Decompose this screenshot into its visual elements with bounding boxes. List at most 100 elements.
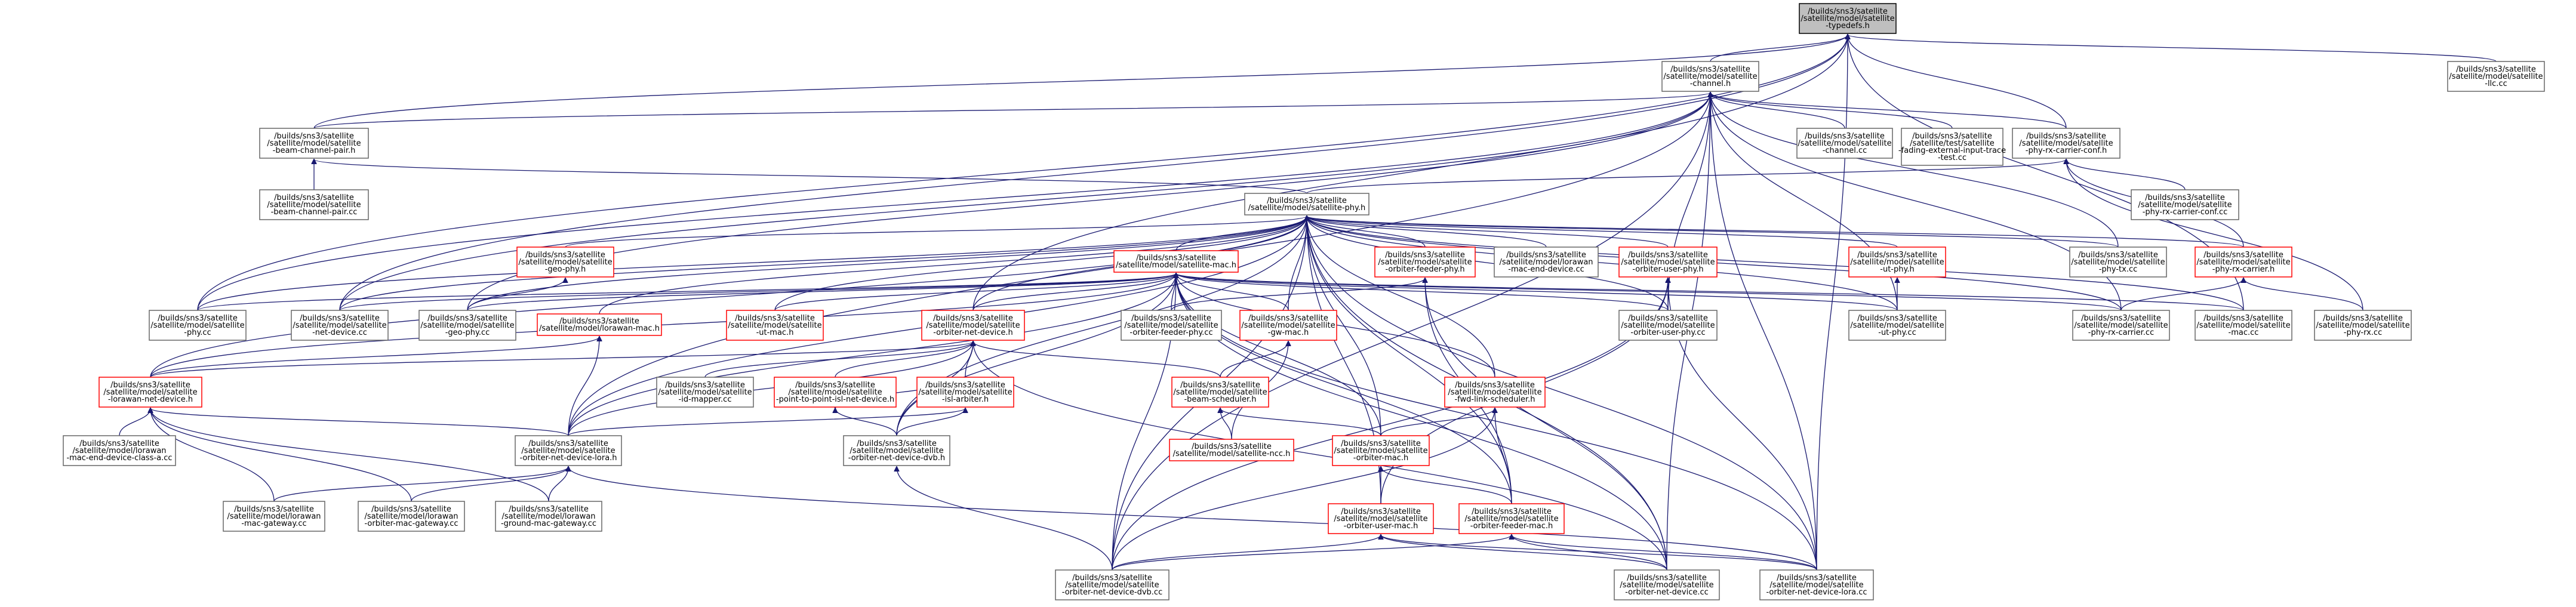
node-label-line: /builds/sns3/satellite — [1912, 132, 1992, 141]
graph-node-orbiter-user-phy-cc[interactable]: /builds/sns3/satellite/satellite/model/s… — [1618, 310, 1718, 341]
node-label-line: /satellite/model/satellite-ncc.h — [1173, 449, 1291, 458]
graph-node-phy-rx-cc[interactable]: /builds/sns3/satellite/satellite/model/s… — [2314, 310, 2412, 341]
node-label-line: -geo-phy.h — [545, 265, 586, 274]
include-edge — [568, 467, 1817, 571]
include-edge — [197, 273, 1176, 311]
graph-node-phy-tx-cc[interactable]: /builds/sns3/satellite/satellite/model/s… — [2069, 247, 2167, 278]
graph-node-channel-cc[interactable]: /builds/sns3/satellite/satellite/model/s… — [1796, 128, 1893, 159]
graph-node-net-device-cc[interactable]: /builds/sns3/satellite/satellite/model/s… — [291, 310, 389, 341]
graph-node-p2p-isl-h[interactable]: /builds/sns3/satellite/satellite/model/s… — [774, 377, 897, 408]
node-label-line: -llc.cc — [2485, 79, 2507, 88]
include-edge — [197, 93, 1710, 311]
graph-node-ut-phy-cc[interactable]: /builds/sns3/satellite/satellite/model/s… — [1848, 310, 1946, 341]
graph-node-phy-rx-carrier-conf-h[interactable]: /builds/sns3/satellite/satellite/model/s… — [2012, 128, 2120, 159]
node-box — [2069, 247, 2167, 278]
node-box — [2195, 310, 2292, 341]
node-label-line: -orbiter-user-phy.h — [1632, 265, 1703, 274]
graph-node-channel-h[interactable]: /builds/sns3/satellite/satellite/model/s… — [1661, 61, 1759, 92]
node-label-line: -orbiter-net-device-lora.cc — [1766, 588, 1867, 597]
node-label-line: -orbiter-net-device.cc — [1625, 588, 1709, 597]
graph-node-orbiter-net-device-lora-cc[interactable]: /builds/sns3/satellite/satellite/model/s… — [1759, 569, 1874, 600]
node-label-line: /builds/sns3/satellite — [665, 381, 745, 390]
include-edge — [1307, 216, 1512, 504]
graph-node-isl-arbiter-h[interactable]: /builds/sns3/satellite/satellite/model/s… — [916, 377, 1014, 408]
graph-node-ut-mac-h[interactable]: /builds/sns3/satellite/satellite/model/s… — [726, 310, 824, 341]
node-box — [537, 313, 662, 336]
include-edge — [835, 408, 897, 436]
graph-node-lorawan-net-device-h[interactable]: /builds/sns3/satellite/satellite/model/s… — [99, 377, 202, 408]
node-label-line: /builds/sns3/satellite — [2078, 251, 2158, 260]
node-label-line: -fwd-link-scheduler.h — [1454, 395, 1535, 404]
graph-node-fading-test[interactable]: /builds/sns3/satellite/satellite/test/sa… — [1898, 128, 2006, 166]
graph-node-phy-cc[interactable]: /builds/sns3/satellite/satellite/model/s… — [149, 310, 247, 341]
graph-node-lorawan-mac-h[interactable]: /builds/sns3/satellite/satellite/model/l… — [537, 313, 662, 336]
node-box — [1121, 310, 1222, 341]
include-edge — [1112, 408, 1495, 571]
graph-node-phy-rx-carrier-conf-cc[interactable]: /builds/sns3/satellite/satellite/model/s… — [2131, 189, 2239, 220]
graph-node-phy-rx-carrier-cc[interactable]: /builds/sns3/satellite/satellite/model/s… — [2072, 310, 2170, 341]
include-edge — [1710, 93, 1953, 129]
node-label-line: /builds/sns3/satellite — [110, 381, 190, 390]
graph-node-satellite-phy-h[interactable]: /builds/sns3/satellite/satellite/model/s… — [1244, 193, 1369, 215]
include-edge — [965, 341, 973, 378]
graph-node-orbiter-net-device-dvb-cc[interactable]: /builds/sns3/satellite/satellite/model/s… — [1055, 569, 1169, 600]
graph-node-ncc-h[interactable]: /builds/sns3/satellite/satellite/model/s… — [1169, 439, 1294, 461]
node-box — [223, 501, 325, 532]
node-label-line: /satellite/model/satellite — [1334, 514, 1427, 523]
include-edge — [1381, 535, 1667, 571]
graph-node-fwd-link-scheduler-h[interactable]: /builds/sns3/satellite/satellite/model/s… — [1444, 377, 1546, 408]
graph-node-id-mapper-cc[interactable]: /builds/sns3/satellite/satellite/model/s… — [656, 377, 754, 408]
node-label-line: /builds/sns3/satellite — [79, 439, 159, 448]
graph-node-orbiter-user-phy-h[interactable]: /builds/sns3/satellite/satellite/model/s… — [1618, 247, 1718, 278]
graph-node-geo-phy-cc[interactable]: /builds/sns3/satellite/satellite/model/s… — [418, 310, 516, 341]
graph-node-orbiter-net-device-lora-h[interactable]: /builds/sns3/satellite/satellite/model/s… — [515, 435, 622, 466]
node-label-line: /satellite/model/satellite — [1448, 388, 1541, 397]
graph-node-ut-phy-h[interactable]: /builds/sns3/satellite/satellite/model/s… — [1848, 247, 1946, 278]
include-edge — [1171, 278, 1425, 311]
graph-node-orbiter-user-mac-h[interactable]: /builds/sns3/satellite/satellite/model/s… — [1328, 503, 1434, 534]
node-label-line: /builds/sns3/satellite — [1341, 507, 1421, 516]
node-label-line: -phy-rx-carrier-conf.h — [2026, 146, 2107, 155]
node-label-line: -phy-rx-carrier.h — [2212, 265, 2275, 274]
node-label-line: -orbiter-feeder-phy.cc — [1129, 328, 1212, 337]
graph-node-orbiter-net-device-cc[interactable]: /builds/sns3/satellite/satellite/model/s… — [1614, 569, 1720, 600]
node-box — [358, 501, 465, 532]
graph-node-orbiter-feeder-phy-h[interactable]: /builds/sns3/satellite/satellite/model/s… — [1374, 247, 1476, 278]
graph-node-geo-phy-h[interactable]: /builds/sns3/satellite/satellite/model/s… — [516, 247, 614, 278]
graph-node-lorawan-ground-mac-gateway-cc[interactable]: /builds/sns3/satellite/satellite/model/l… — [495, 501, 602, 532]
include-edge — [1220, 408, 1381, 436]
graph-node-lorawan-mac-end-device-class-a-cc[interactable]: /builds/sns3/satellite/satellite/model/l… — [63, 435, 176, 466]
include-edge — [150, 216, 1307, 378]
graph-node-beam-channel-pair-h[interactable]: /builds/sns3/satellite/satellite/model/s… — [259, 128, 369, 159]
node-label-line: -orbiter-feeder-mac.h — [1470, 522, 1553, 531]
node-label-line: /satellite/model/satellite — [1798, 139, 1891, 148]
graph-node-lorawan-mac-end-device-cc[interactable]: /builds/sns3/satellite/satellite/model/l… — [1494, 247, 1599, 278]
node-label-line: /satellite/model/satellite — [293, 321, 386, 330]
include-edge — [1220, 341, 1288, 378]
node-label-line: /builds/sns3/satellite — [371, 505, 451, 514]
graph-node-beam-scheduler-h[interactable]: /builds/sns3/satellite/satellite/model/s… — [1171, 377, 1269, 408]
graph-node-orbiter-feeder-phy-cc[interactable]: /builds/sns3/satellite/satellite/model/s… — [1121, 310, 1222, 341]
node-label-line: /satellite/model/satellite — [1850, 321, 1944, 330]
node-label-line: /builds/sns3/satellite — [735, 314, 815, 323]
node-label-line: /satellite/model/satellite — [2138, 201, 2232, 209]
node-box — [1614, 569, 1720, 600]
graph-node-lorawan-orbiter-mac-gateway-cc[interactable]: /builds/sns3/satellite/satellite/model/l… — [358, 501, 465, 532]
graph-node-phy-rx-carrier-h[interactable]: /builds/sns3/satellite/satellite/model/s… — [2195, 247, 2292, 278]
graph-node-mac-cc[interactable]: /builds/sns3/satellite/satellite/model/s… — [2195, 310, 2292, 341]
graph-node-orbiter-net-device-dvb-h[interactable]: /builds/sns3/satellite/satellite/model/s… — [843, 435, 950, 466]
node-label-line: /builds/sns3/satellite — [2456, 65, 2536, 74]
include-edge — [1176, 273, 2244, 311]
node-label-line: /satellite/model/satellite — [2196, 258, 2290, 267]
graph-node-llc-cc[interactable]: /builds/sns3/satellite/satellite/model/s… — [2447, 61, 2545, 92]
graph-node-orbiter-net-device-h[interactable]: /builds/sns3/satellite/satellite/model/s… — [921, 310, 1025, 341]
node-label-line: /builds/sns3/satellite — [274, 193, 354, 202]
graph-node-orbiter-mac-h[interactable]: /builds/sns3/satellite/satellite/model/s… — [1332, 435, 1430, 466]
include-edge — [1176, 273, 1669, 311]
graph-node-satellite-mac-h[interactable]: /builds/sns3/satellite/satellite/model/s… — [1113, 250, 1239, 273]
graph-node-gw-mac-h[interactable]: /builds/sns3/satellite/satellite/model/s… — [1239, 310, 1337, 341]
graph-node-orbiter-feeder-mac-h[interactable]: /builds/sns3/satellite/satellite/model/s… — [1458, 503, 1565, 534]
graph-node-lorawan-mac-gateway-cc[interactable]: /builds/sns3/satellite/satellite/model/l… — [223, 501, 325, 532]
node-label-line: /builds/sns3/satellite — [1248, 314, 1328, 323]
graph-node-beam-channel-pair-cc[interactable]: /builds/sns3/satellite/satellite/model/s… — [259, 189, 369, 220]
